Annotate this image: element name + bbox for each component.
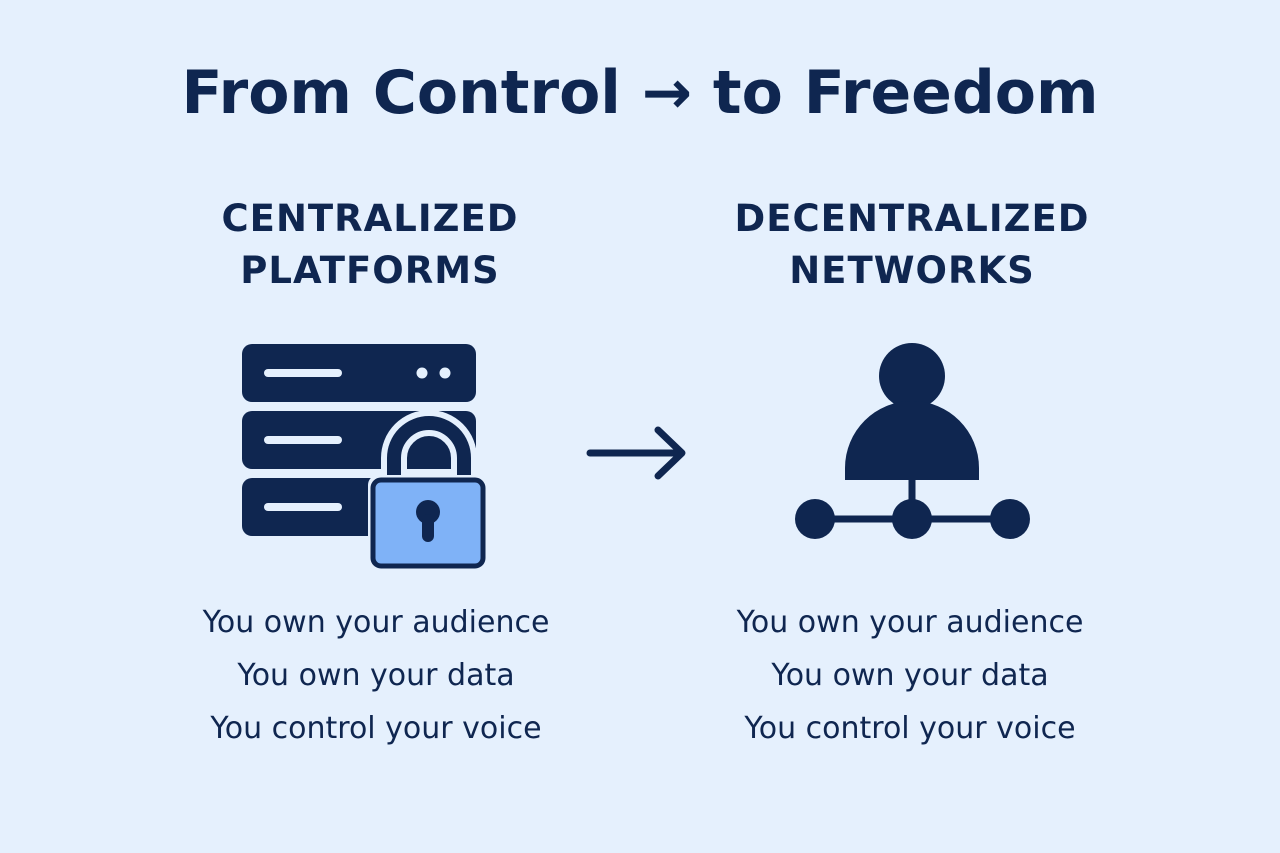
centralized-heading-line2: PLATFORMS: [240, 249, 500, 292]
network-node-right: [990, 499, 1030, 539]
arrow-right-svg: [586, 426, 686, 480]
padlock-keyhole-slot: [422, 514, 434, 542]
decentralized-point: You own your data: [771, 658, 1049, 693]
decentralized-heading-line1: DECENTRALIZED: [734, 197, 1090, 240]
network-node-left: [795, 499, 835, 539]
person-body: [845, 401, 979, 480]
page-title: From Control → to Freedom: [181, 58, 1099, 128]
padlock-keyhole: [416, 500, 440, 524]
network-person-svg: [795, 343, 1030, 539]
server-led-1: [416, 367, 428, 379]
network-person-icon: [790, 336, 1040, 551]
arrow-head: [654, 426, 686, 480]
decentralized-point: You control your voice: [744, 711, 1076, 746]
decentralized-heading-line2: NETWORKS: [789, 249, 1035, 292]
centralized-points: You own your audience You own your data …: [156, 596, 596, 755]
decentralized-point: You own your audience: [736, 605, 1084, 640]
server-rack-bottom-slot: [264, 503, 342, 511]
network-node-center: [892, 499, 932, 539]
centralized-point: You own your audience: [202, 605, 550, 640]
centralized-heading: CENTRALIZED PLATFORMS: [170, 193, 570, 297]
decentralized-points: You own your audience You own your data …: [690, 596, 1130, 755]
centralized-point: You own your data: [237, 658, 515, 693]
arrow-right-icon: [580, 420, 700, 490]
server-lock-icon: [236, 336, 496, 572]
centralized-heading-line1: CENTRALIZED: [221, 197, 519, 240]
padlock-shackle: [387, 416, 471, 482]
server-lock-svg: [242, 344, 488, 571]
server-rack-top: [242, 344, 476, 402]
server-rack-middle-slot: [264, 436, 342, 444]
centralized-point: You control your voice: [210, 711, 542, 746]
decentralized-heading: DECENTRALIZED NETWORKS: [712, 193, 1112, 297]
server-led-2: [439, 367, 451, 379]
server-rack-top-slot: [264, 369, 342, 377]
person-head: [879, 343, 945, 409]
